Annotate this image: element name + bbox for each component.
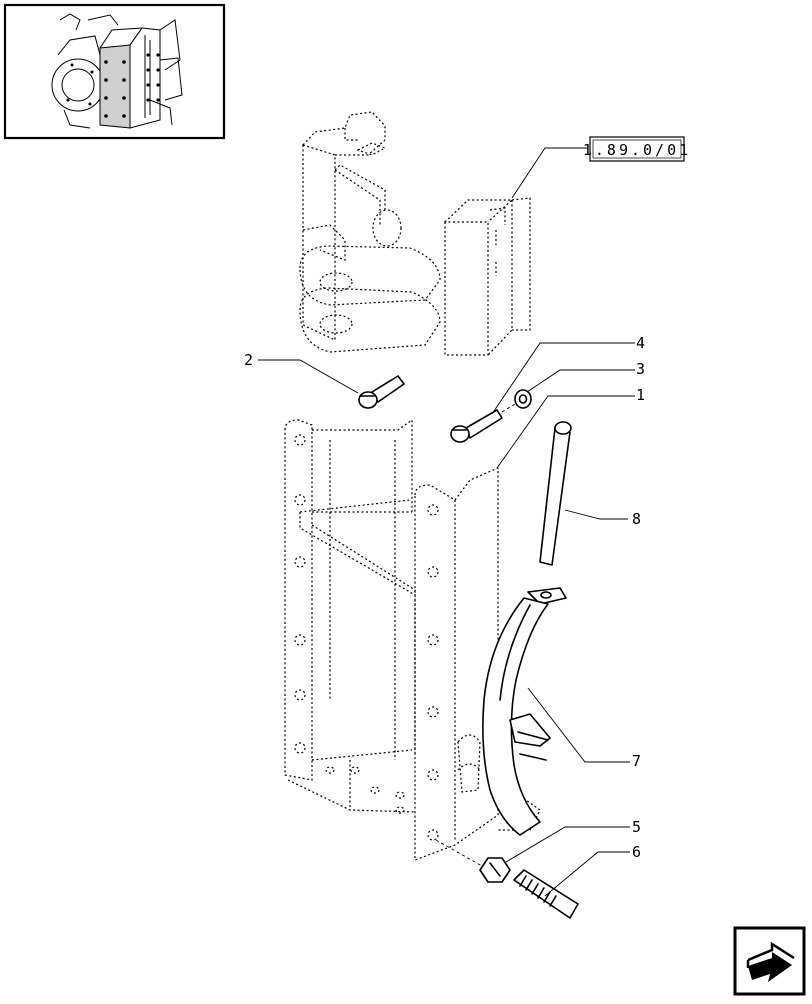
part-3-washer bbox=[501, 389, 532, 413]
next-page-arrow-icon[interactable] bbox=[733, 926, 806, 996]
leader-lines bbox=[258, 147, 635, 897]
callout-3: 3 bbox=[636, 360, 645, 378]
assembly-thumbnail-icon[interactable] bbox=[3, 3, 226, 140]
reference-code-text: 1.89.0/01 bbox=[583, 141, 691, 159]
part-7-curved-arm bbox=[482, 587, 567, 836]
reference-code-box[interactable]: 1.89.0/01 bbox=[583, 136, 691, 162]
part-2-bolt bbox=[358, 375, 405, 409]
callout-1: 1 bbox=[636, 386, 645, 404]
callout-7: 7 bbox=[632, 752, 641, 770]
part-8-pin bbox=[539, 421, 572, 566]
callout-5: 5 bbox=[632, 818, 641, 836]
part-6-threaded-stud bbox=[513, 869, 579, 919]
callout-4: 4 bbox=[636, 334, 645, 352]
part-4-bolt bbox=[450, 409, 503, 443]
part-5-nut bbox=[435, 839, 511, 883]
main-bracket-outline bbox=[284, 418, 541, 861]
callout-2: 2 bbox=[244, 351, 253, 369]
reference-frame-outline bbox=[299, 111, 531, 356]
callout-6: 6 bbox=[632, 843, 641, 861]
callout-8: 8 bbox=[632, 510, 641, 528]
